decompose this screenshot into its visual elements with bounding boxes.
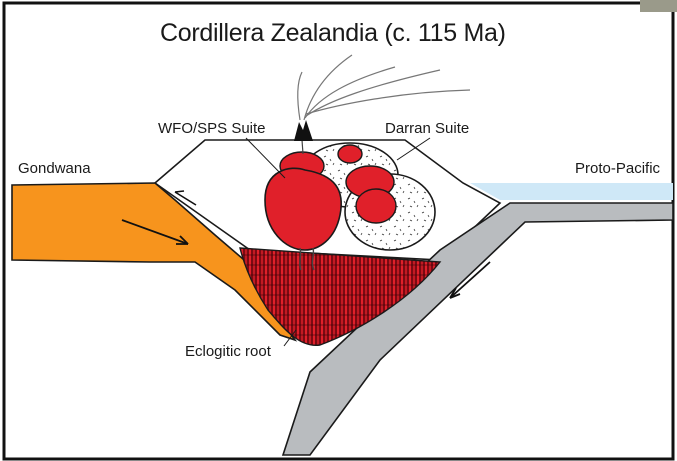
volcano-icon <box>294 120 313 141</box>
label-proto-pacific: Proto-Pacific <box>575 160 660 177</box>
corner-photo-fragment <box>640 0 677 12</box>
label-wfo-sps-suite: WFO/SPS Suite <box>158 120 266 137</box>
label-eclogitic-root: Eclogitic root <box>185 343 271 360</box>
pluton-small <box>338 145 362 163</box>
diagram-title: Cordillera Zealandia (c. 115 Ma) <box>160 19 506 48</box>
proto-pacific-ocean <box>470 183 673 200</box>
pluton-right <box>356 189 396 223</box>
label-darran-suite: Darran Suite <box>385 120 469 137</box>
feeder-stem-1 <box>300 248 301 270</box>
shear-arrowhead-icon <box>175 191 184 192</box>
plume-line-1 <box>298 72 302 120</box>
label-gondwana: Gondwana <box>18 160 91 177</box>
